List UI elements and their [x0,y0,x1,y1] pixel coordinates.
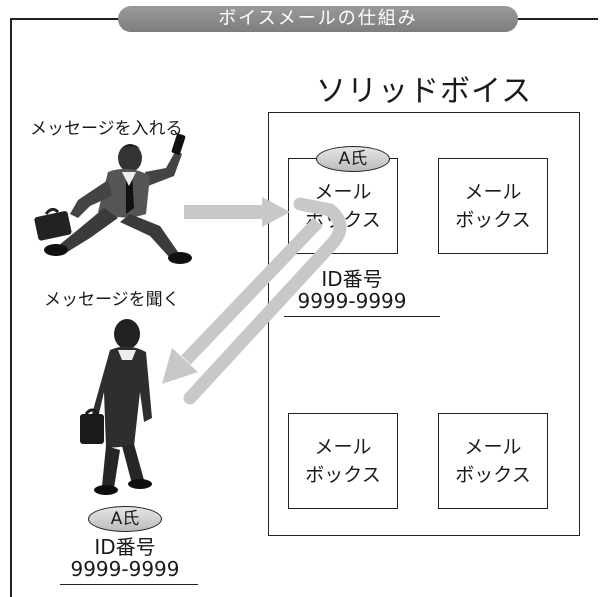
retrieval-arrow [162,197,347,405]
mailbox-bottom-right: メール ボックス [438,413,548,509]
mailbox-bottom-left-label: メール ボックス [305,436,381,486]
listener-caption: メッセージを聞く [44,290,180,310]
system-name: ソリッドボイス [316,74,533,109]
frame-left [10,18,12,597]
listener-id-underline [60,584,198,586]
running-businessman-icon [34,133,192,264]
mailbox-bottom-left: メール ボックス [288,413,398,509]
listener-id-number: 9999-9999 [70,557,180,581]
mailbox-top-right-label: メール ボックス [455,181,531,231]
mailbox-bottom-right-label: メール ボックス [455,436,531,486]
frame-top-left [10,18,120,20]
mailbox-id-number: 9999-9999 [297,289,407,313]
listener-id-label: ID番号 [94,535,156,559]
caller-caption: メッセージを入れる [30,119,183,139]
deposit-arrow [184,197,290,227]
listener-badge: A氏 [88,506,162,532]
frame-top-right [516,18,598,20]
mailbox-id-underline [284,316,440,318]
mailbox-id-label: ID番号 [321,267,383,291]
voicemail-system-box [268,112,580,536]
diagram-title: ボイスメールの仕組み [118,6,518,32]
standing-businessman-icon [80,319,152,495]
listener-id: ID番号 9999-9999 [60,536,190,580]
mailbox-id: ID番号 9999-9999 [296,268,408,312]
mailbox-top-right: メール ボックス [438,158,548,254]
mailbox-owner-badge: A氏 [316,146,390,172]
